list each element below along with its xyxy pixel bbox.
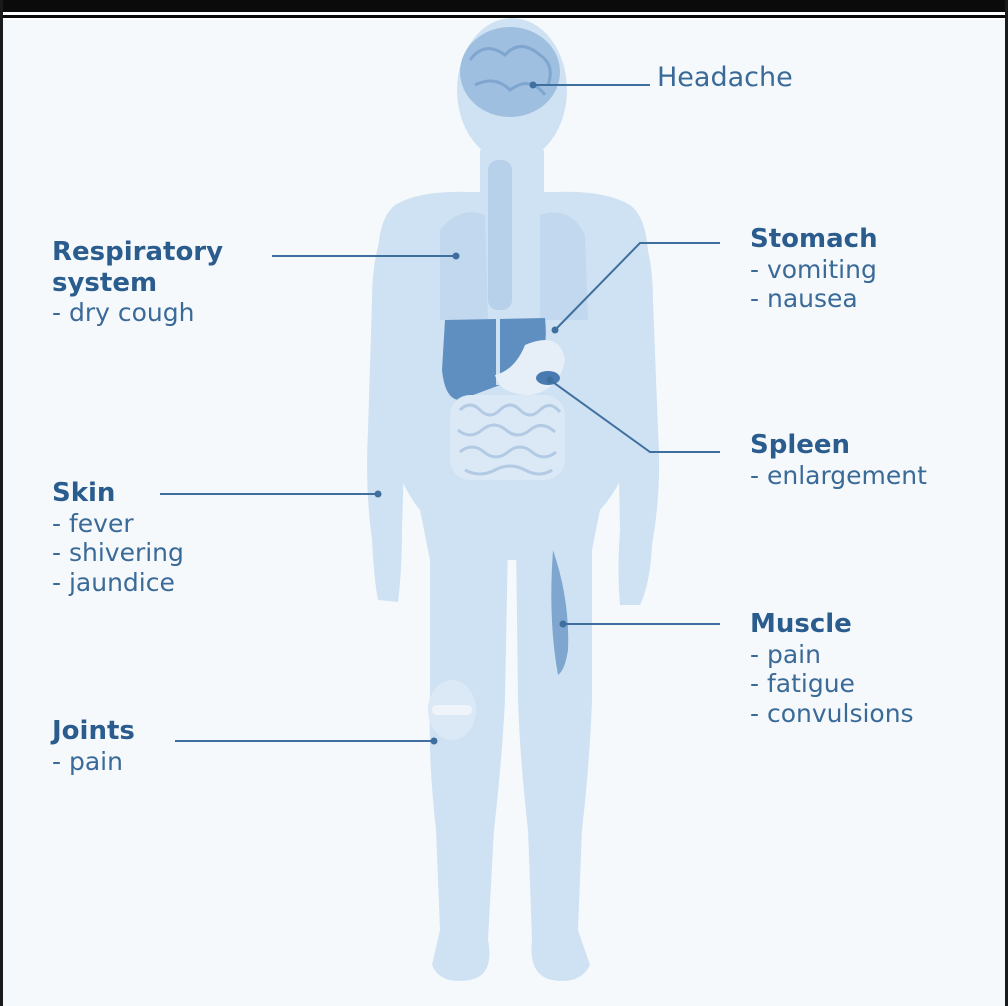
stomach-symptom: - vomiting — [750, 255, 878, 285]
muscle-symptom: - pain — [750, 640, 914, 670]
spleen-symptom: - enlargement — [750, 461, 927, 491]
muscle-title: Muscle — [750, 609, 914, 640]
stomach-title: Stomach — [750, 224, 878, 255]
headache-title: Headache — [657, 62, 793, 93]
skin-symptom: - shivering — [52, 538, 184, 568]
joints-title: Joints — [52, 716, 135, 747]
muscle-symptom: - fatigue — [750, 669, 914, 699]
brain-icon — [460, 27, 560, 117]
spleen-title: Spleen — [750, 430, 927, 461]
respiratory-symptom: - dry cough — [52, 298, 223, 328]
joints-label: Joints - pain — [52, 716, 135, 776]
intestines-icon — [450, 395, 565, 480]
muscle-symptom: - convulsions — [750, 699, 914, 729]
spleen-label: Spleen - enlargement — [750, 430, 927, 490]
respiratory-title-line1: Respiratory — [52, 237, 223, 268]
stomach-label: Stomach - vomiting - nausea — [750, 224, 878, 314]
skin-symptom: - jaundice — [52, 568, 184, 598]
trachea-icon — [488, 160, 512, 310]
muscle-label: Muscle - pain - fatigue - convulsions — [750, 609, 914, 728]
body-silhouette — [367, 18, 659, 981]
skin-title: Skin — [52, 478, 184, 509]
skin-label: Skin - fever - shivering - jaundice — [52, 478, 184, 597]
stomach-symptom: - nausea — [750, 284, 878, 314]
knee-joint-icon — [428, 680, 476, 740]
headache-label: Headache — [657, 62, 793, 94]
joints-symptom: - pain — [52, 747, 135, 777]
skin-symptom: - fever — [52, 509, 184, 539]
respiratory-title-line2: system — [52, 268, 223, 299]
respiratory-label: Respiratory system - dry cough — [52, 237, 223, 328]
